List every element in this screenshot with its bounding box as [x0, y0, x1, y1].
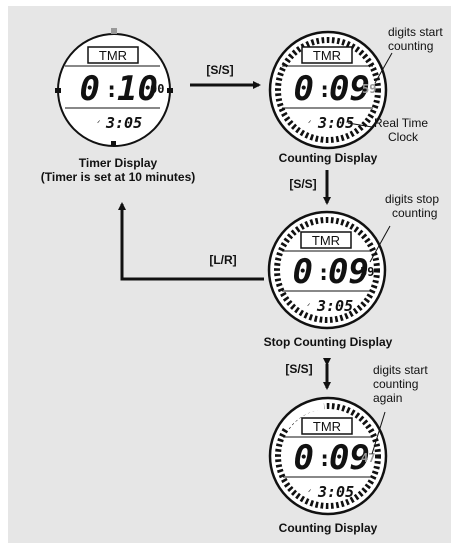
minutes-digit: 0 [294, 438, 314, 478]
annotation-start2-line2: counting [373, 377, 418, 391]
minutes-digit: 0 [293, 252, 313, 292]
left-marker [55, 88, 61, 93]
colon: : [318, 78, 331, 103]
mode-box [301, 46, 353, 64]
mode-label: TMR [312, 233, 340, 248]
watch-stop-counting-display: TMR 0 : 09 59 ᐟ 3:05 [267, 210, 387, 330]
mode-label: TMR [313, 419, 341, 434]
real-time-clock: 3:05 [317, 114, 354, 132]
colon: : [105, 78, 118, 103]
button-label-ss-down: [S/S] [289, 177, 316, 191]
clock-indicator-icon: ᐟ [308, 119, 311, 128]
annotation-start2-line3: again [373, 391, 402, 405]
annotation-stop-line1: digits stop [385, 192, 439, 206]
ring-gap [282, 402, 325, 431]
mode-box [87, 46, 139, 64]
watch-face [268, 30, 388, 150]
watch-face [267, 210, 387, 330]
callout-line-stop [369, 225, 391, 263]
top-marker [111, 28, 117, 34]
seconds-digits: 10 [117, 69, 158, 109]
annotation-stop-line2: counting [392, 206, 437, 220]
seconds-ring [275, 403, 381, 509]
seconds-ring [275, 37, 381, 143]
subseconds-digits: 47 [361, 451, 375, 465]
button-label-lr: [L/R] [209, 253, 236, 267]
real-time-clock: 3:05 [317, 483, 354, 501]
clock-indicator-icon: ᐟ [307, 302, 310, 311]
seconds-digits: 09 [328, 252, 369, 292]
minutes-digit: 0 [294, 69, 314, 109]
callout-line-rtc [347, 122, 373, 128]
mode-box [301, 417, 353, 435]
right-marker [167, 88, 173, 93]
clock-indicator-icon: ᐟ [308, 488, 311, 497]
minutes-digit: 0 [80, 69, 100, 109]
caption-counting-2: Counting Display [279, 521, 378, 535]
seconds-digits: 09 [329, 69, 370, 109]
button-label-ss-right: [S/S] [206, 63, 233, 77]
subseconds-digits: 59 [362, 82, 376, 96]
watch-counting-display-2: TMR 0 : 09 47 ᐟ 3:05 [268, 396, 388, 516]
annotation-rtc-line1: Real Time [374, 116, 428, 130]
annotation-start1-line2: counting [388, 39, 433, 53]
seconds-digits: 09 [329, 438, 370, 478]
mode-label: TMR [313, 48, 341, 63]
watch-timer-display: TMR 0 : 10 00 ᐟ 3:05 [55, 28, 173, 147]
annotation-rtc-line2: Clock [388, 130, 419, 144]
annotation-start2-line1: digits start [373, 363, 428, 377]
colon: : [318, 447, 331, 472]
caption-stop-counting: Stop Counting Display [264, 335, 393, 349]
callout-line-start2 [371, 411, 386, 455]
real-time-clock: 3:05 [316, 297, 353, 315]
caption-timer-line2: (Timer is set at 10 minutes) [41, 170, 196, 184]
watch-counting-display-1: TMR 0 : 09 59 ᐟ 3:05 [268, 30, 388, 150]
subseconds-digits: 00 [150, 82, 164, 96]
annotation-start1-line1: digits start [388, 25, 443, 39]
watch-face [268, 396, 388, 516]
mode-label: TMR [99, 48, 127, 63]
caption-counting-1: Counting Display [279, 151, 378, 165]
real-time-clock: 3:05 [105, 114, 142, 132]
colon: : [317, 261, 330, 286]
clock-indicator-icon: ᐟ [97, 119, 100, 128]
seconds-ring [274, 217, 380, 323]
mode-box [300, 231, 352, 249]
caption-timer-line1: Timer Display [79, 156, 158, 170]
subseconds-digits: 59 [360, 265, 374, 279]
button-label-ss-updown: [S/S] [285, 362, 312, 376]
callout-line-start1 [374, 52, 393, 84]
bottom-marker [111, 141, 116, 146]
arrow-stop-to-timer [118, 202, 264, 281]
